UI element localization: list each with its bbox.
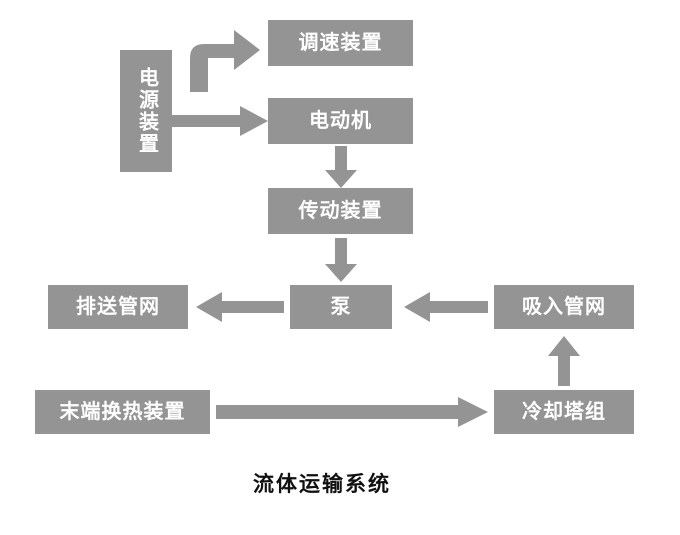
arrow-motor-to-transmission: [325, 146, 357, 188]
node-motor: 电动机: [268, 98, 413, 144]
node-cooling-tower: 冷却塔组: [494, 390, 634, 434]
node-terminal-heat-exchanger: 末端换热装置: [35, 390, 210, 434]
arrow-terminal-to-cooling-tower: [216, 397, 488, 427]
node-suction-pipe-network: 吸入管网: [494, 285, 634, 329]
diagram-caption: 流体运输系统: [253, 472, 391, 496]
node-discharge-pipe-network: 排送管网: [48, 285, 188, 329]
node-transmission: 传动装置: [268, 188, 413, 234]
arrow-suction-to-pump: [404, 292, 488, 322]
arrow-pump-to-discharge: [196, 292, 284, 322]
node-power: 电源装置: [120, 50, 172, 172]
node-pump: 泵: [290, 285, 392, 329]
arrow-transmission-to-pump: [325, 238, 357, 282]
arrow-cooling-tower-to-suction: [548, 336, 580, 386]
node-speed-regulator: 调速装置: [268, 20, 413, 66]
arrow-power-to-speed-regulator: [178, 24, 264, 92]
arrow-power-to-motor: [172, 106, 268, 136]
